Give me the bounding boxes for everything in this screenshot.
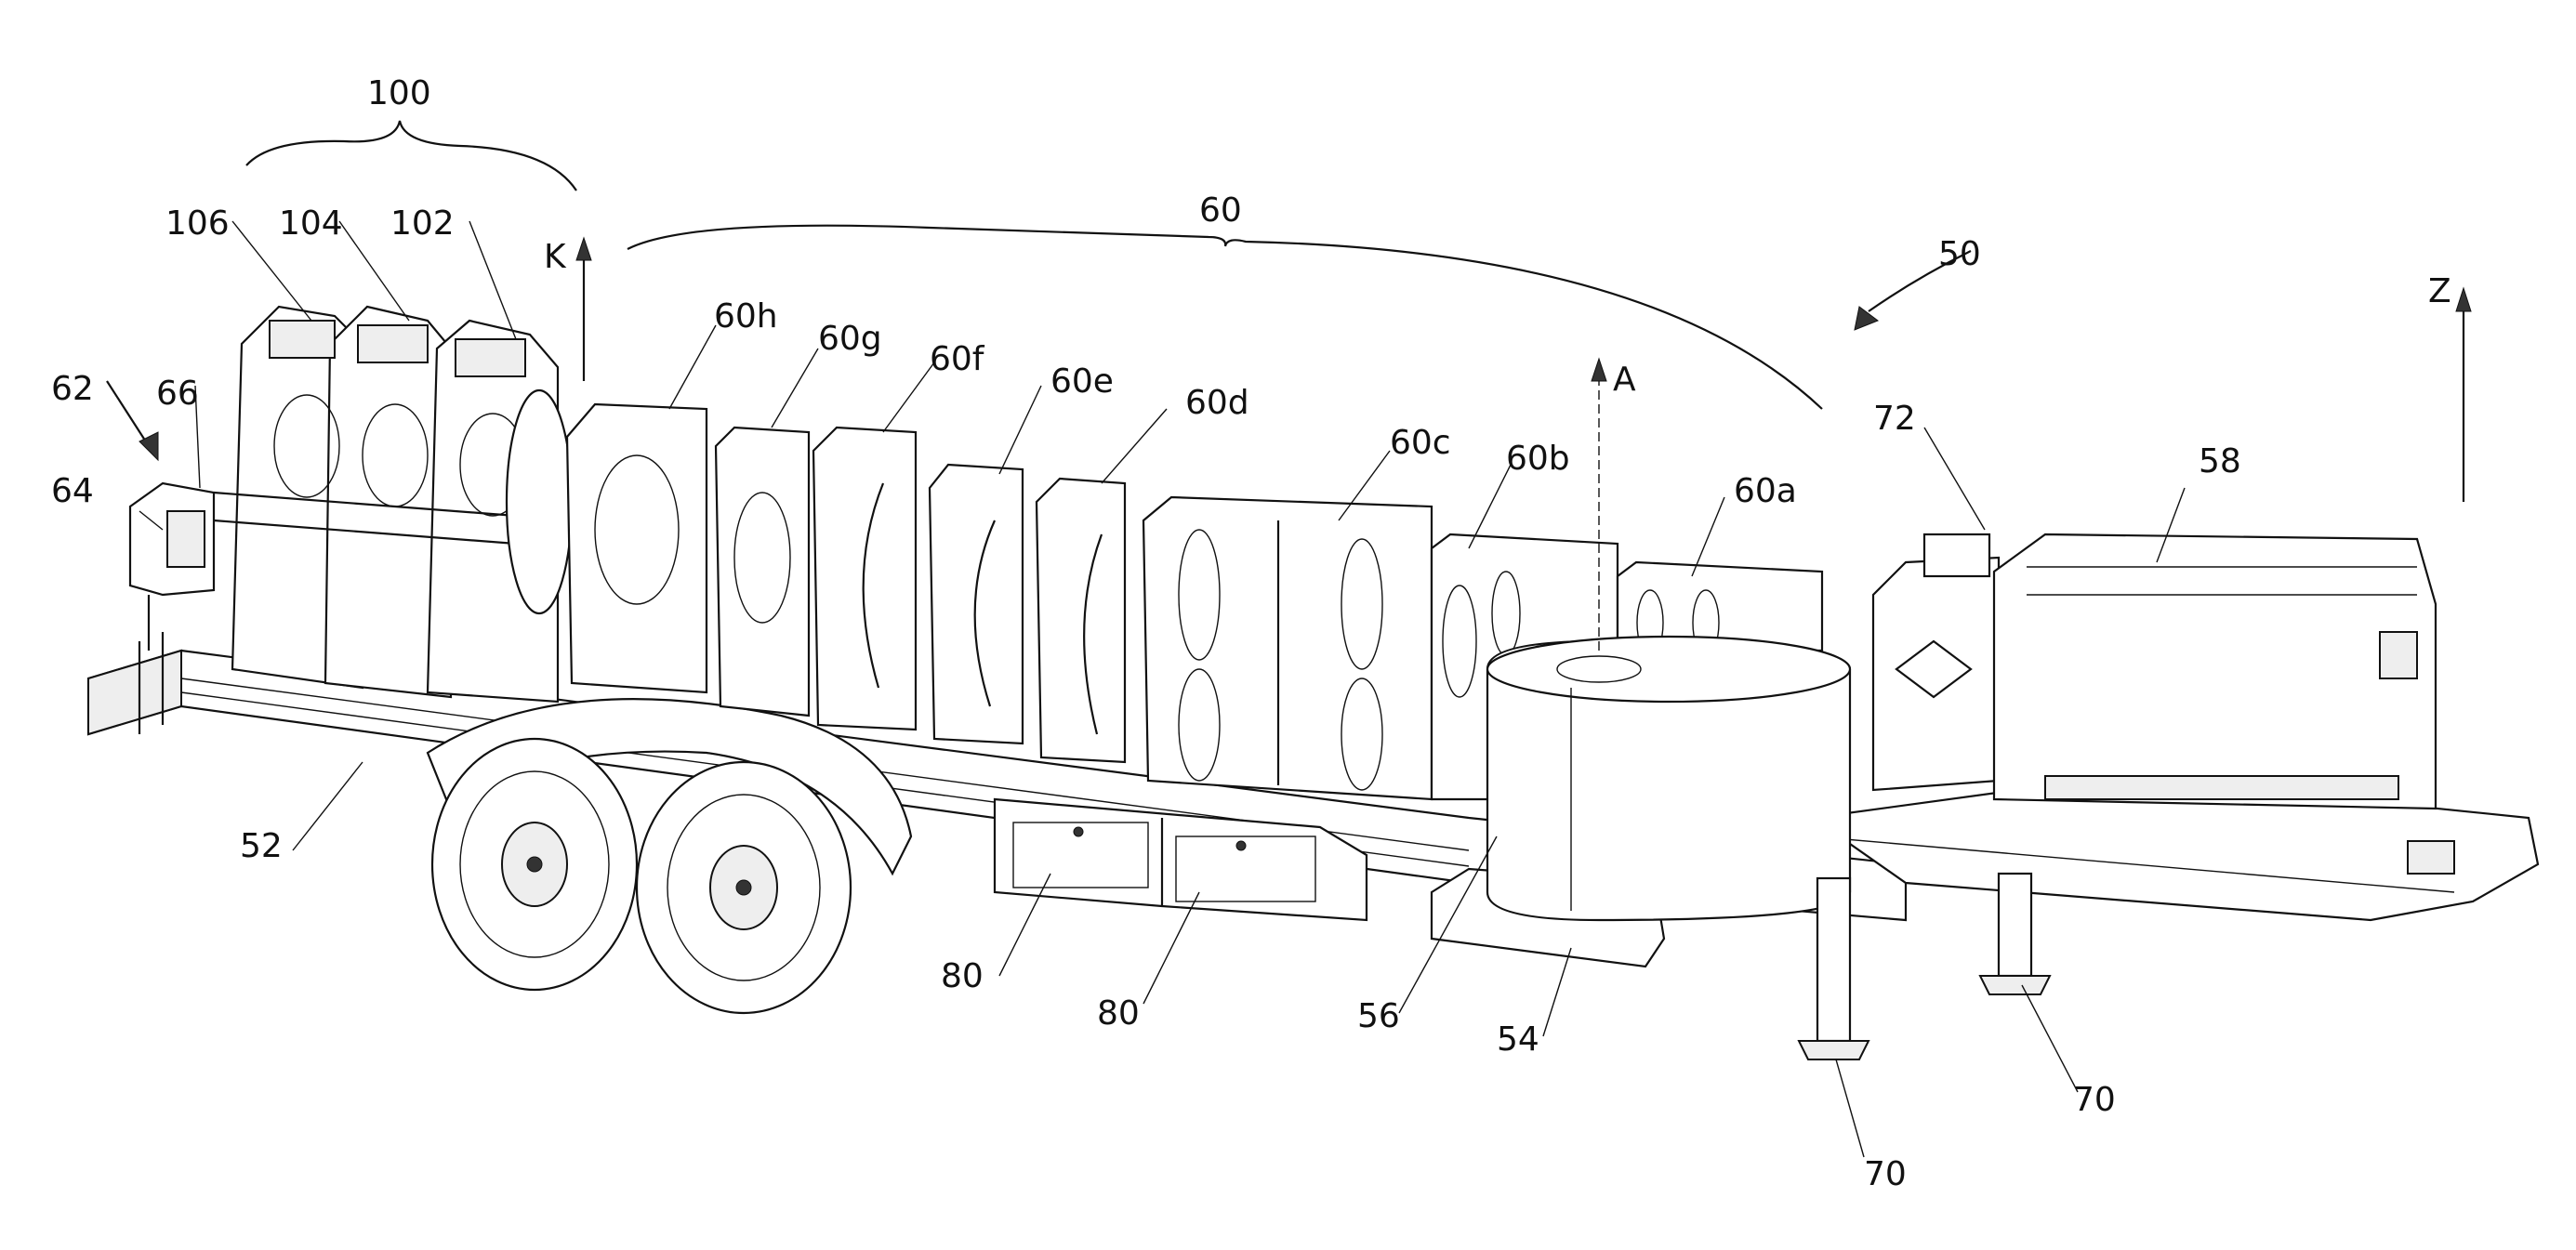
axis-label-a: A xyxy=(1613,361,1636,399)
label-60b: 60b xyxy=(1506,440,1570,478)
label-60f: 60f xyxy=(930,340,985,378)
axis-label-k: K xyxy=(544,238,567,276)
label-66: 66 xyxy=(156,375,199,413)
label-60g: 60g xyxy=(818,320,882,358)
label-60c: 60c xyxy=(1390,424,1451,462)
label-60a: 60a xyxy=(1734,472,1797,510)
label-80-right: 80 xyxy=(1097,994,1140,1033)
label-52: 52 xyxy=(240,827,283,865)
label-106: 106 xyxy=(165,204,230,243)
label-62: 62 xyxy=(51,370,94,408)
label-60e: 60e xyxy=(1050,362,1114,401)
label-56: 56 xyxy=(1357,997,1400,1035)
label-54: 54 xyxy=(1497,1020,1539,1059)
label-70-left: 70 xyxy=(1864,1155,1907,1193)
label-70-right: 70 xyxy=(2073,1081,2116,1119)
label-58: 58 xyxy=(2199,442,2241,480)
landing-jacks xyxy=(1799,874,2050,1059)
label-60: 60 xyxy=(1199,191,1242,230)
label-104: 104 xyxy=(279,204,343,243)
coil-assembly xyxy=(1432,637,1850,967)
control-box xyxy=(130,483,214,651)
label-60d: 60d xyxy=(1185,384,1249,422)
label-100: 100 xyxy=(367,74,431,112)
label-60h: 60h xyxy=(714,297,778,336)
label-80-left: 80 xyxy=(941,957,984,995)
label-50: 50 xyxy=(1938,235,1981,273)
label-72: 72 xyxy=(1873,400,1916,438)
label-64: 64 xyxy=(51,472,94,510)
generator-unit xyxy=(1873,534,2436,809)
label-102: 102 xyxy=(390,204,455,243)
axis-label-z: Z xyxy=(2428,272,2451,310)
wheel-assembly xyxy=(428,699,911,1013)
end-units xyxy=(214,307,576,702)
